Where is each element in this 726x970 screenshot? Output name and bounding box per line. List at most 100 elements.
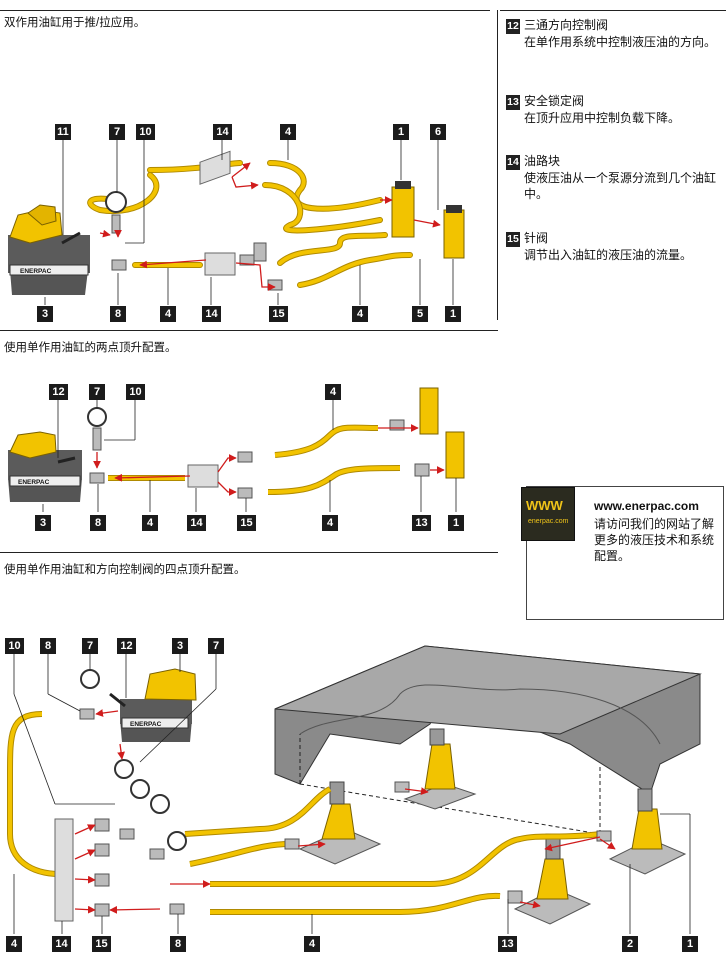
leader-lines [44, 140, 454, 305]
d1-callout-6: 6 [430, 124, 446, 140]
d1-callout-7: 7 [109, 124, 125, 140]
section1-bottom-rule [0, 330, 498, 331]
d3-callout-1: 1 [682, 936, 698, 952]
hoses [7, 711, 601, 915]
legend-title: 三通方向控制阀 [524, 18, 609, 32]
d1-callout-4b: 4 [160, 306, 176, 322]
d1-callout-4: 4 [280, 124, 296, 140]
legend-desc: 在顶升应用中控制负载下降。 [524, 111, 681, 125]
pump-brand: ENERPAC [18, 479, 50, 486]
electric-pump: ENERPAC [109, 668, 197, 742]
d3-callout-10: 10 [5, 638, 24, 654]
single-acting-cylinder [443, 209, 465, 259]
load-footprint [299, 734, 601, 835]
flow-arrows [99, 162, 441, 291]
d1-callout-1: 1 [393, 124, 409, 140]
hoses [108, 424, 401, 495]
legend-item-13: 13 安全锁定阀 在顶升应用中控制负载下降。 [506, 93, 718, 126]
manifold-block-bottom [204, 252, 236, 276]
d3-callout-12: 12 [117, 638, 136, 654]
d3-callout-3: 3 [172, 638, 188, 654]
top-rule [0, 10, 490, 11]
leader-lines [42, 392, 457, 512]
d1-callout-11: 11 [55, 124, 71, 140]
d3-callout-14: 14 [52, 936, 71, 952]
d2-callout-4: 4 [325, 384, 341, 400]
cylinder-a [419, 387, 439, 435]
sidebar-divider [497, 10, 498, 320]
leader-lines [13, 654, 691, 934]
www-icon-sub: enerpac.com [528, 518, 569, 525]
d3-callout-15: 15 [92, 936, 111, 952]
legend-title: 安全锁定阀 [524, 94, 585, 108]
d2-callout-1: 1 [448, 515, 464, 531]
d1-callout-15: 15 [269, 306, 288, 322]
flow-arrows [93, 424, 445, 496]
d1-callout-8: 8 [110, 306, 126, 322]
d3-callout-8b: 8 [170, 936, 186, 952]
d1-callout-10: 10 [136, 124, 155, 140]
legend-desc: 在单作用系统中控制液压油的方向。 [524, 35, 717, 49]
gauge-adapter [92, 427, 102, 451]
diagram-two-point-lift: ENERPAC [8, 387, 465, 512]
pressure-gauge [105, 191, 127, 213]
website-url[interactable]: www.enerpac.com [594, 499, 699, 513]
legend-item-12: 12 三通方向控制阀 在单作用系统中控制液压油的方向。 [506, 17, 718, 50]
pump-brand: ENERPAC [130, 721, 162, 728]
d2-callout-4c: 4 [322, 515, 338, 531]
d3-callout-7: 7 [82, 638, 98, 654]
d1-callout-14: 14 [213, 124, 232, 140]
pressure-gauges [80, 669, 187, 851]
manifold-block-top [199, 150, 231, 185]
www-icon-label: WWW [526, 498, 563, 513]
diagram-four-point-lift: ENERPAC [7, 645, 702, 934]
legend-title: 油路块 [524, 154, 561, 168]
jack-stands [298, 728, 687, 925]
d2-callout-3: 3 [35, 515, 51, 531]
d2-callout-8: 8 [90, 515, 106, 531]
d1-callout-14b: 14 [202, 306, 221, 322]
d2-callout-7: 7 [89, 384, 105, 400]
pump-brand: ENERPAC [20, 268, 52, 275]
manifold-block [54, 818, 74, 922]
legend-number: 12 [506, 19, 520, 34]
cylinder-b [445, 431, 465, 479]
electric-pump: ENERPAC [8, 431, 82, 502]
section2-bottom-rule [0, 552, 498, 553]
globe-web-icon: WWW enerpac.com [521, 487, 575, 541]
section1-caption: 双作用油缸用于推/拉应用。 [4, 17, 146, 29]
legend-desc: 使液压油从一个泵源分流到几个油缸中。 [524, 171, 717, 201]
d2-callout-13: 13 [412, 515, 431, 531]
legend-item-15: 15 针阀 调节出入油缸的液压油的流量。 [506, 230, 718, 263]
single-acting-cylinder-cap [446, 205, 462, 213]
load-structure [274, 645, 702, 795]
d3-callout-4: 4 [6, 936, 22, 952]
section2-caption: 使用单作用油缸的两点顶升配置。 [4, 342, 177, 354]
double-acting-cylinder [391, 186, 415, 238]
legend-title: 针阀 [524, 231, 549, 245]
pressure-gauge [87, 407, 107, 427]
d2-callout-14: 14 [187, 515, 206, 531]
d3-callout-2: 2 [622, 936, 638, 952]
d3-callout-4b: 4 [304, 936, 320, 952]
d2-callout-12: 12 [49, 384, 68, 400]
diagram-double-acting: ENERPAC [8, 140, 465, 305]
flow-arrows [74, 709, 616, 914]
d1-callout-3: 3 [37, 306, 53, 322]
d2-callout-10: 10 [126, 384, 145, 400]
legend-number: 14 [506, 155, 520, 170]
legend-item-14: 14 油路块 使液压油从一个泵源分流到几个油缸中。 [506, 153, 718, 202]
d1-callout-5: 5 [412, 306, 428, 322]
legend-desc: 调节出入油缸的液压油的流量。 [524, 248, 693, 262]
d1-callout-4c: 4 [352, 306, 368, 322]
d3-callout-7b: 7 [208, 638, 224, 654]
d3-callout-13: 13 [498, 936, 517, 952]
legend-number: 13 [506, 95, 520, 110]
manifold-block [187, 464, 219, 488]
website-box: WWW enerpac.com www.enerpac.com 请访问我们的网站… [521, 486, 724, 620]
top-rule-right [500, 10, 726, 11]
d1-callout-1b: 1 [445, 306, 461, 322]
legend-number: 15 [506, 232, 520, 247]
d2-callout-4b: 4 [142, 515, 158, 531]
hoses [87, 160, 413, 288]
